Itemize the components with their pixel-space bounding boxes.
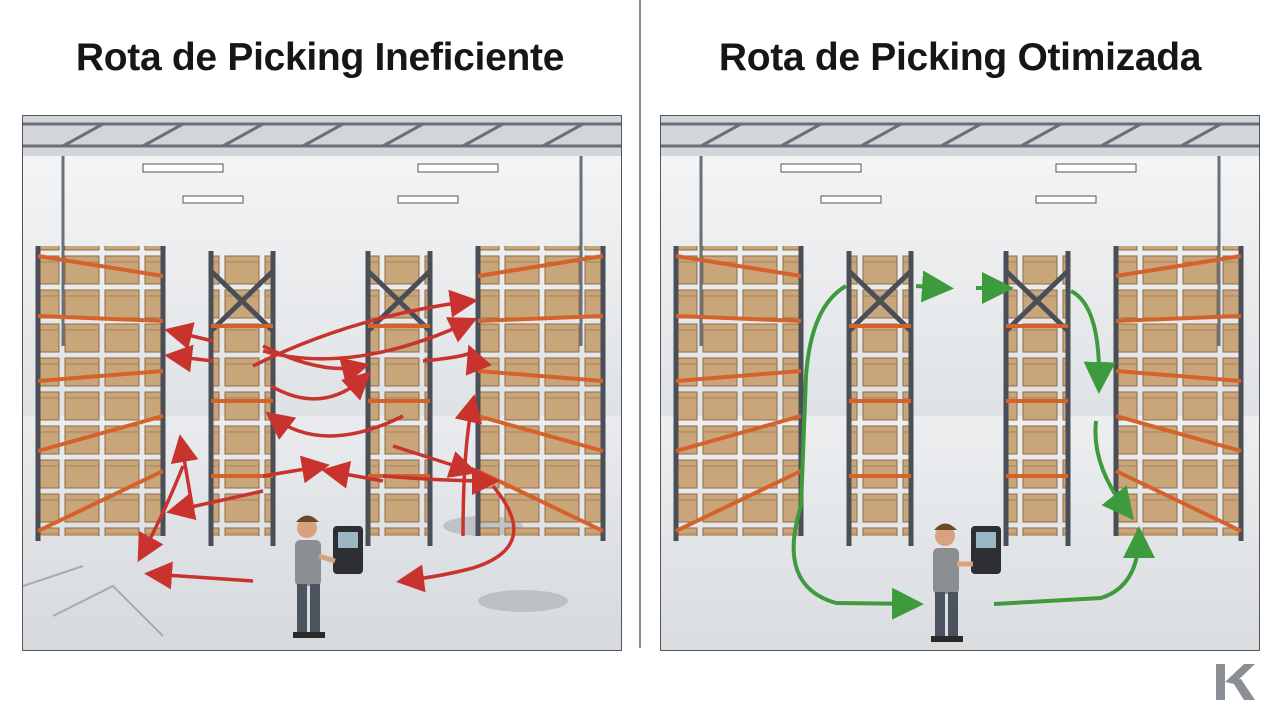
title-inefficient: Rota de Picking Ineficiente: [75, 36, 565, 79]
warehouse-illustration-optimized: [660, 115, 1260, 651]
route-arrows-inefficient: [137, 289, 516, 593]
worker-with-scanner-icon: [293, 515, 363, 638]
ceiling-light: [142, 163, 499, 204]
warehouse-rack-center-left: [208, 251, 276, 546]
title-optimized: Rota de Picking Otimizada: [718, 36, 1202, 79]
warehouse-rack-right: [1113, 246, 1244, 541]
warehouse-rack-center-right: [365, 251, 433, 546]
warehouse-rack-right: [475, 246, 606, 541]
brand-logo-k-icon: [1214, 660, 1258, 704]
route-arrows-optimized: [791, 270, 1155, 620]
panel-divider: [639, 0, 641, 648]
warehouse-rack-left: [35, 246, 166, 541]
warehouse-rack-center-right: [1003, 251, 1071, 546]
ceiling-light: [780, 163, 1137, 204]
warehouse-illustration-inefficient: [22, 115, 622, 651]
warehouse-rack-center-left: [846, 251, 914, 546]
warehouse-rack-left: [673, 246, 804, 541]
worker-with-scanner-icon: [931, 523, 1001, 642]
